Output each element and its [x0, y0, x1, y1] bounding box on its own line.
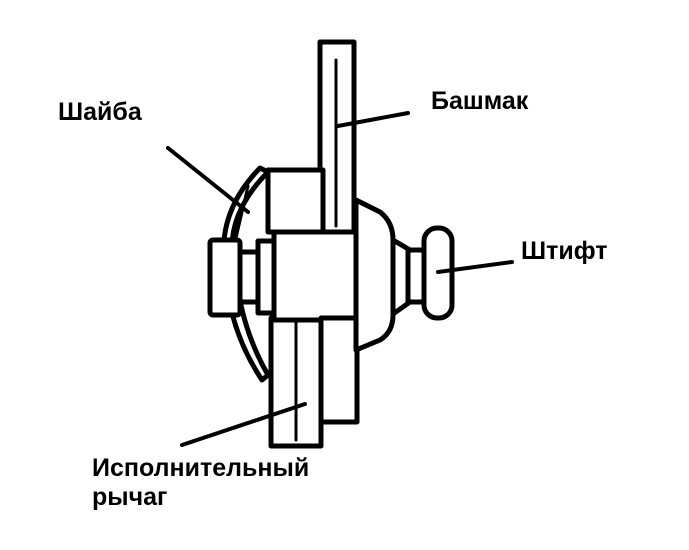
label-pin: Штифт [521, 237, 608, 265]
leader-pin [436, 260, 514, 274]
washer-inner-line [234, 184, 250, 240]
leader-lever [180, 402, 307, 447]
leader-washer [166, 146, 250, 214]
label-washer: Шайба [58, 98, 142, 126]
label-lever-line1: Исполнительный [92, 454, 310, 482]
pin-left-cap [207, 237, 243, 318]
left-boss [265, 167, 326, 235]
leader-shoe [336, 111, 410, 128]
label-lever-line2: рычаг [92, 483, 168, 511]
right-plate-lower [318, 315, 360, 425]
pin-central-shaft [271, 229, 367, 323]
label-actuating-lever: Исполнительный рычаг [92, 454, 309, 512]
pin-right-flange [353, 197, 396, 353]
label-shoe: Башмак [431, 87, 529, 115]
